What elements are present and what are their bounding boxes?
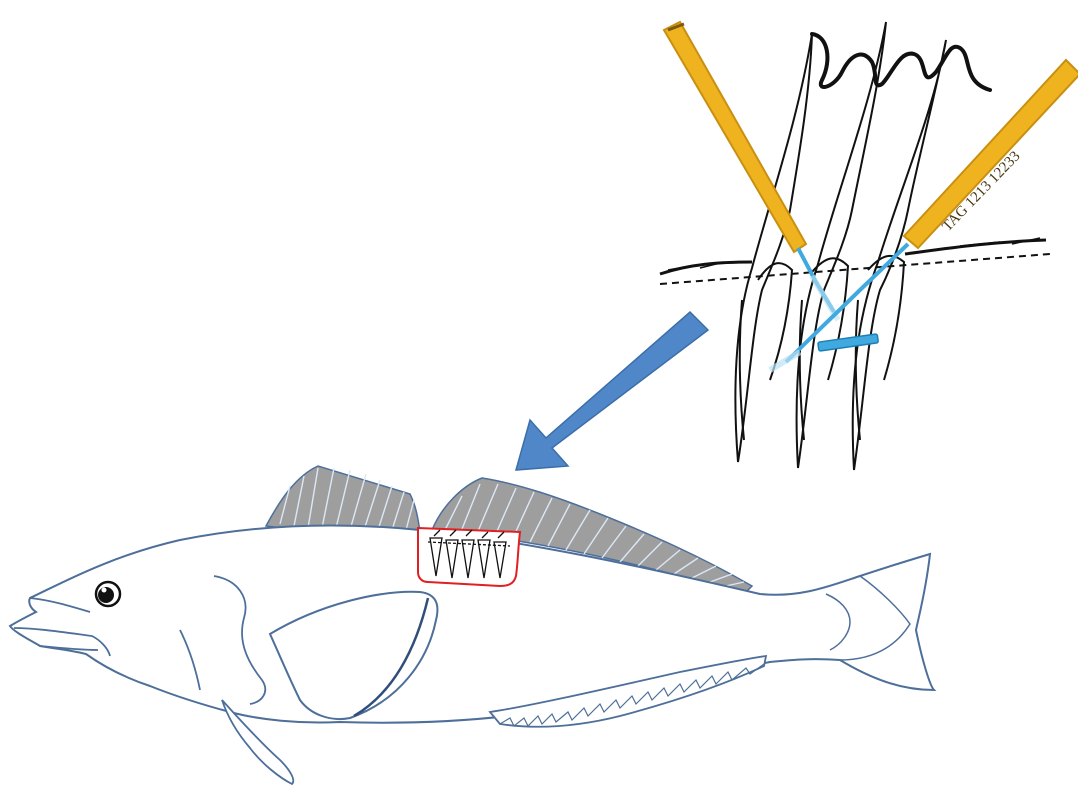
fish-eye: [96, 582, 120, 606]
first-dorsal-fin: [266, 466, 420, 533]
tag-tube-right: [904, 60, 1078, 248]
fish-illustration: [10, 466, 934, 784]
dorsal-spine-2: [797, 22, 886, 468]
t-bar-tag-left: [664, 22, 838, 320]
pointer-arrow: [516, 312, 708, 470]
tagging-location-highlight: [418, 528, 520, 586]
body-surface-dashed-line: [660, 254, 1050, 284]
fin-membrane-top-line: [812, 34, 990, 90]
tag-tube-left: [664, 22, 806, 252]
dorsal-spine-closeup: TAG 1213 12233: [660, 22, 1078, 470]
